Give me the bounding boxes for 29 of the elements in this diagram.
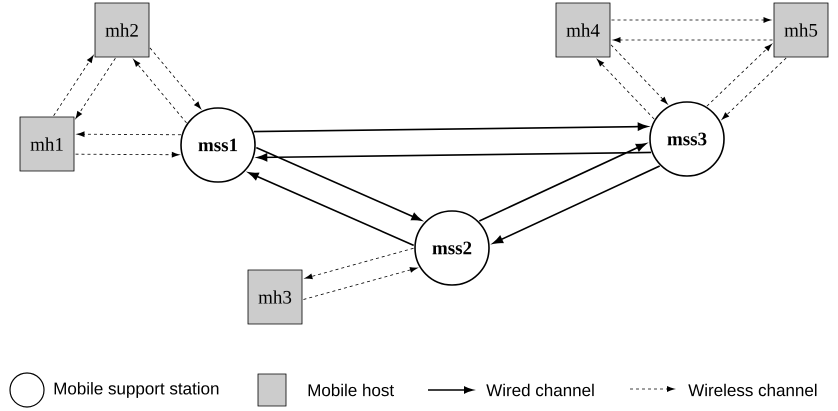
arrow — [492, 165, 660, 244]
arrow — [254, 122, 648, 132]
arrow — [610, 44, 668, 104]
host-box: mh1 — [20, 116, 74, 172]
arrow — [75, 152, 180, 158]
host-box: mh5 — [774, 2, 828, 58]
host-box: mh2 — [94, 2, 150, 58]
arrow — [248, 172, 414, 246]
arrow — [304, 248, 414, 280]
arrow — [611, 17, 772, 23]
arrow — [722, 58, 787, 120]
arrow — [76, 131, 182, 137]
arrow — [256, 146, 422, 221]
legend-label: Wireless channel — [688, 384, 816, 396]
legend-label: Mobile support station — [54, 382, 218, 398]
host-box: mh3 — [248, 270, 302, 324]
arrow — [133, 59, 187, 124]
arrow — [303, 267, 418, 300]
arrow — [612, 37, 773, 43]
host-box: mh4 — [556, 2, 610, 58]
legend-label: Wired channel — [486, 384, 594, 396]
arrow — [75, 58, 116, 119]
arrow — [596, 59, 655, 120]
arrow — [53, 55, 94, 116]
arrow — [478, 143, 646, 222]
arrow — [150, 47, 202, 110]
arrow — [257, 152, 652, 162]
arrow — [706, 44, 772, 106]
legend-label: Mobile host — [308, 384, 394, 396]
